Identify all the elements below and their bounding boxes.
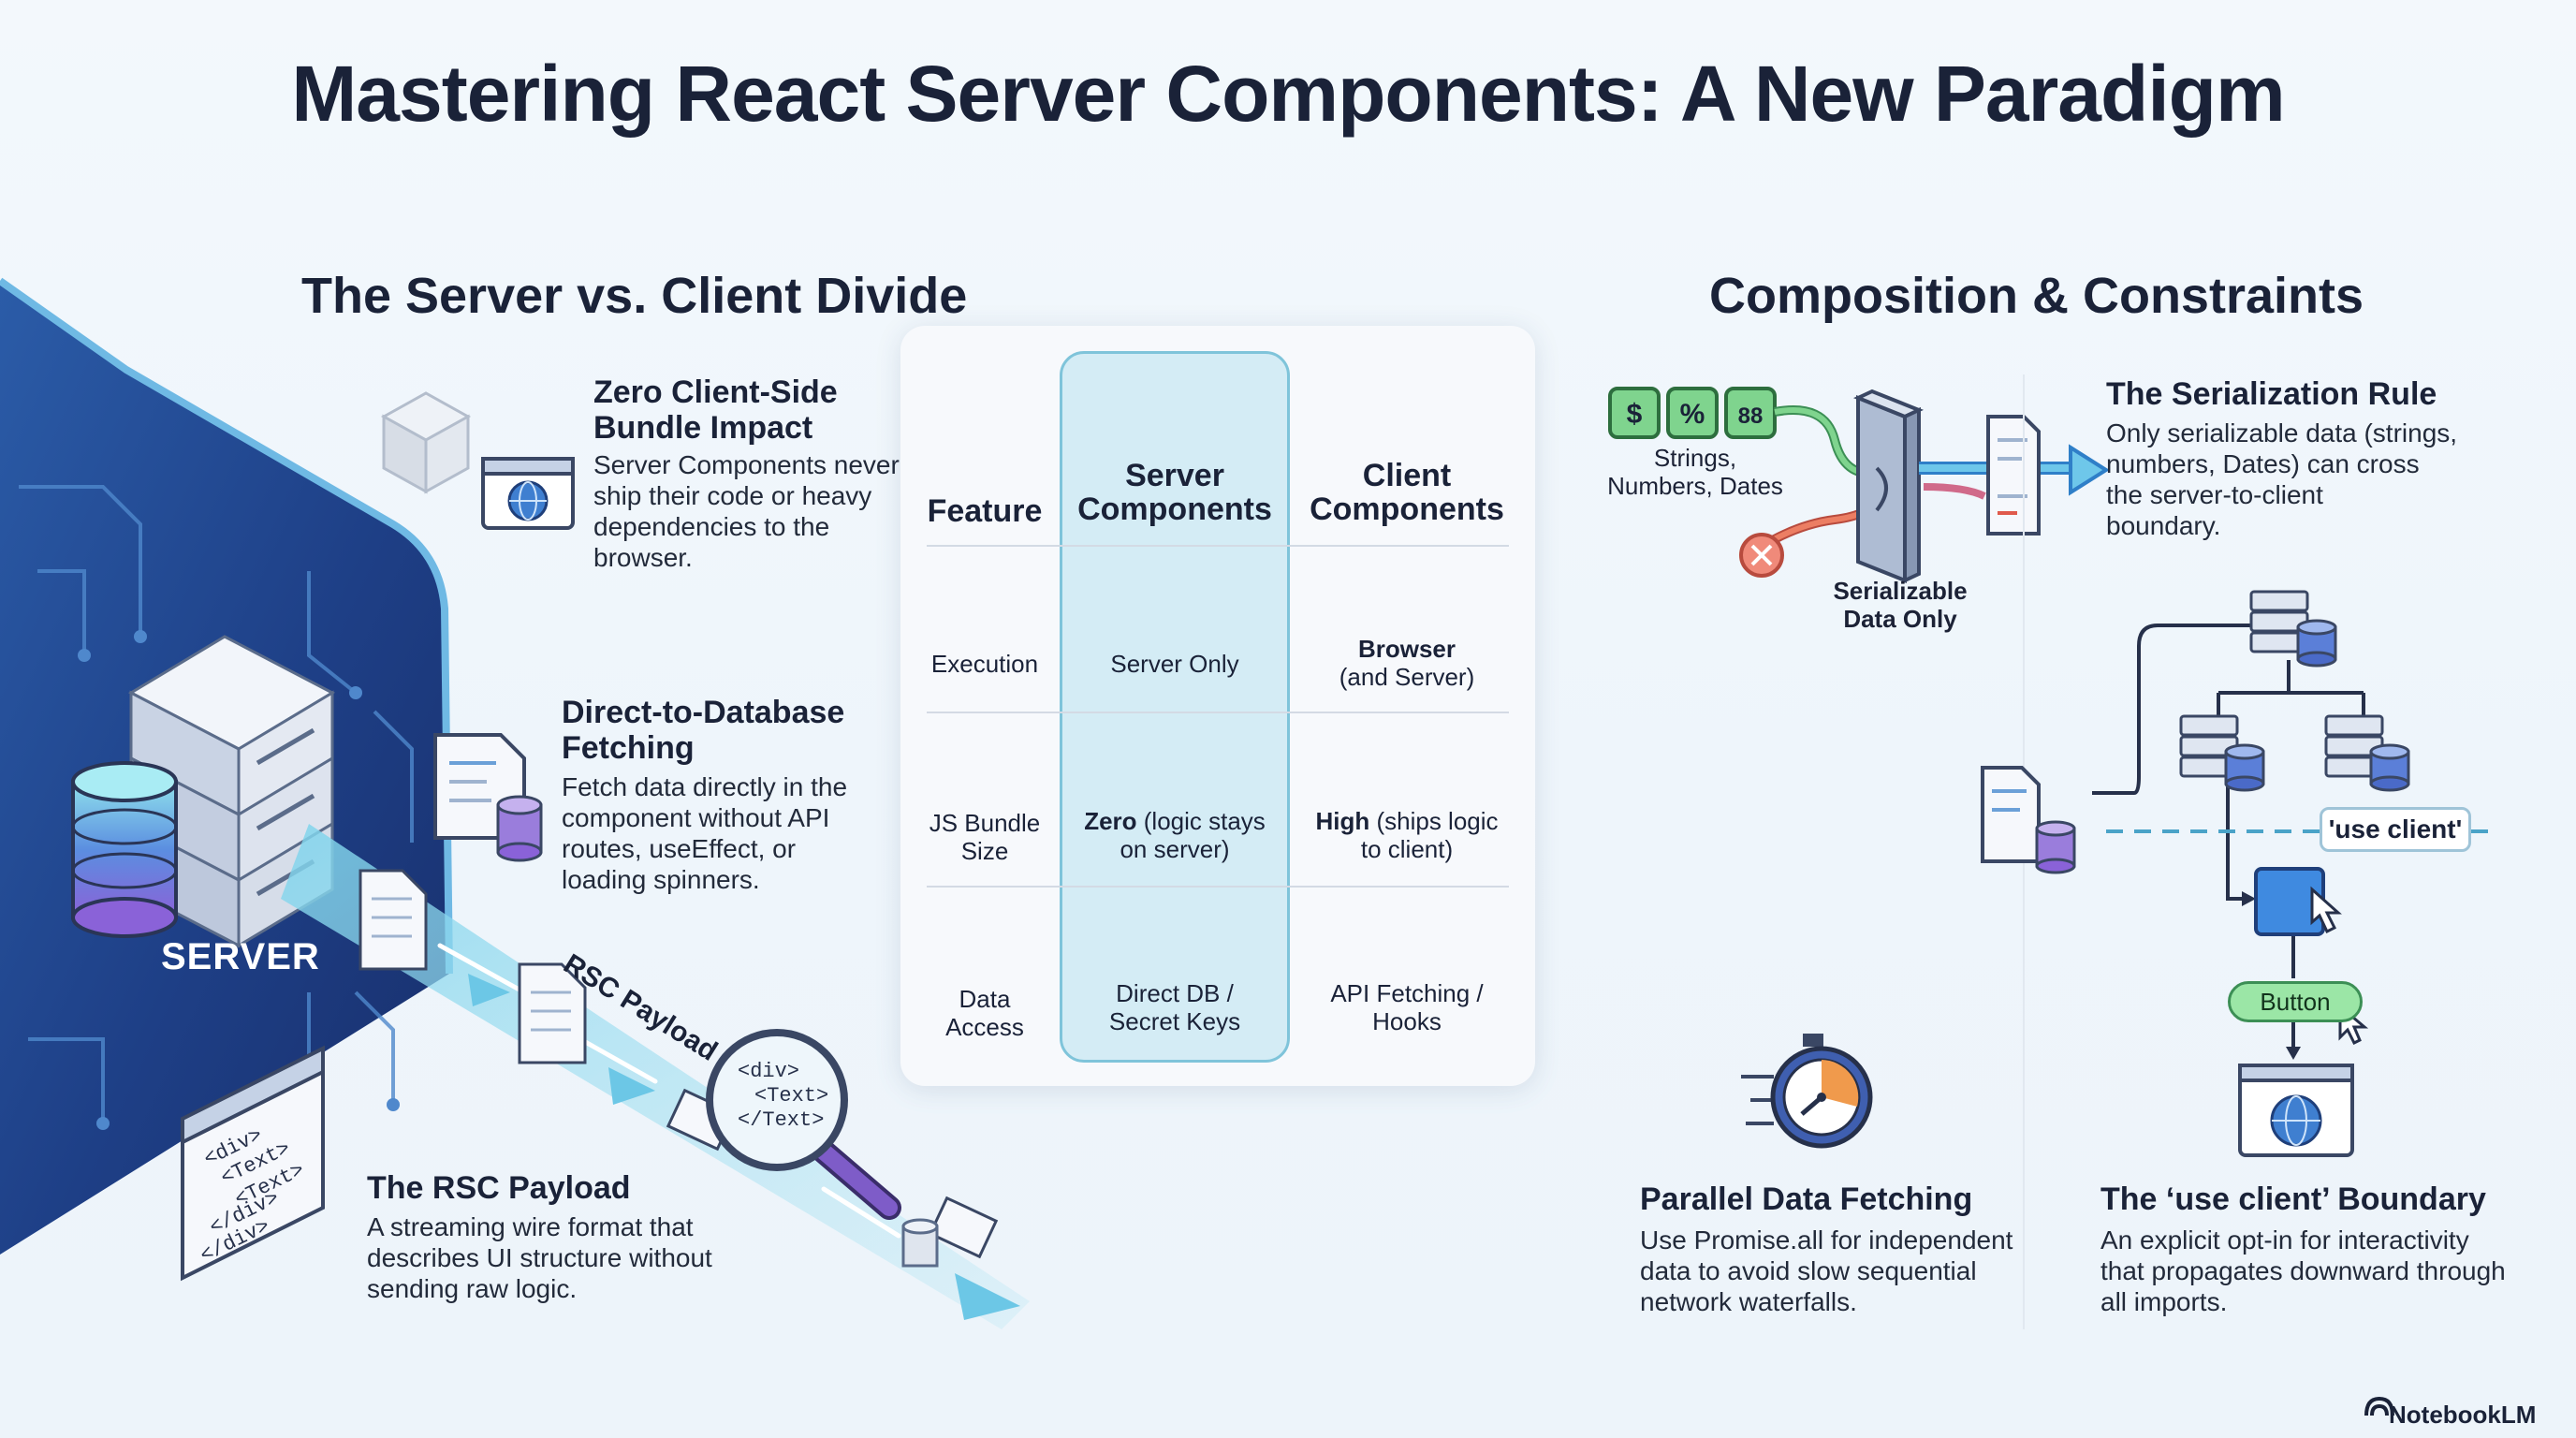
serialization-rule-title: The Serialization Rule: [2106, 376, 2437, 412]
tree-child-server-icon: [2179, 714, 2265, 792]
tree-browser-icon: [2238, 1064, 2354, 1157]
page-title: Mastering React Server Components: A New…: [291, 50, 2285, 138]
row-data-access-server: Direct DB /Secret Keys: [1108, 979, 1241, 1035]
feature-zero-bundle-body: Server Components never ship their code …: [593, 450, 900, 572]
code-window-icon: [181, 1045, 325, 1282]
button-component[interactable]: Button: [2228, 981, 2363, 1022]
parallel-fetching-title: Parallel Data Fetching: [1640, 1181, 1973, 1217]
parallel-fetching-body: Use Promise.all for independent data to …: [1640, 1225, 2013, 1316]
svg-text:88: 88: [1738, 404, 1764, 429]
use-client-boundary-body: An explicit opt-in for interactivity tha…: [2100, 1225, 2506, 1316]
serialized-document-icon: [1986, 415, 2041, 536]
use-client-boundary-title: The ‘use client’ Boundary: [2100, 1181, 2486, 1217]
magnifier-code: <div> <Text> </Text>: [738, 1060, 828, 1132]
serializable-chips: [1608, 387, 1777, 439]
rejected-data-icon: [1739, 533, 1784, 578]
feature-rsc-payload-title: The RSC Payload: [367, 1170, 631, 1206]
serializable-input-label: Strings, Numbers, Dates: [1607, 444, 1783, 500]
table-divider: [927, 545, 1509, 547]
stopwatch-icon: [1741, 1034, 1873, 1149]
row-execution-feature: Execution: [930, 650, 1039, 678]
row-execution-client: Browser (and Server): [1339, 635, 1475, 691]
table-divider: [927, 886, 1509, 888]
header-feature: Feature: [927, 493, 1043, 529]
client-component-icon: [2254, 867, 2342, 936]
feature-rsc-payload-body: A streaming wire format that describes U…: [367, 1212, 712, 1303]
svg-text:<div>: <div>: [738, 1060, 799, 1083]
tree-document-db-icon: [1981, 766, 2076, 874]
row-bundle-client: High (ships logic to client): [1315, 807, 1499, 863]
svg-text:</Text>: </Text>: [738, 1108, 824, 1132]
right-section-title: Composition & Constraints: [1709, 268, 2364, 324]
svg-text:%: %: [1680, 399, 1705, 430]
server-label: SERVER: [161, 936, 320, 977]
table-divider: [927, 712, 1509, 713]
tree-child-server-icon-2: [2324, 714, 2410, 792]
left-section-title: The Server vs. Client Divide: [301, 268, 968, 324]
server-column-highlight: [1060, 351, 1290, 1063]
database-icon: [71, 761, 178, 938]
feature-direct-db-title: Direct-to-Database Fetching: [562, 695, 845, 766]
serialization-gate-label: Serializable Data Only: [1833, 577, 1968, 633]
serialization-rule-body: Only serializable data (strings, numbers…: [2106, 418, 2458, 540]
row-data-access-client: API Fetching /Hooks: [1330, 979, 1484, 1035]
serialization-gate-icon: [1852, 389, 1925, 584]
component-tree: [2092, 624, 2365, 1049]
feature-direct-db-body: Fetch data directly in the component wit…: [562, 772, 848, 894]
magnifier-icon: [706, 1029, 901, 1220]
package-box-icon: [380, 391, 472, 494]
feature-zero-bundle-title: Zero Client-Side Bundle Impact: [593, 374, 838, 446]
svg-text:<Text>: <Text>: [754, 1084, 828, 1108]
notebooklm-logo-icon: [2364, 1396, 2394, 1416]
browser-globe-icon: [481, 457, 575, 530]
rsc-payload-stream: [281, 824, 1030, 1329]
row-bundle-server: Zero (logic stays on server): [1084, 807, 1266, 863]
row-execution-server: Server Only: [1110, 650, 1239, 678]
chip-symbols: $ % 88: [1627, 399, 1764, 430]
svg-text:$: $: [1627, 399, 1643, 430]
tree-root-server-icon: [2249, 590, 2337, 668]
brand-label: NotebookLM: [2389, 1401, 2537, 1429]
document-database-icon: [433, 733, 543, 862]
use-client-tag: 'use client': [2320, 807, 2471, 852]
